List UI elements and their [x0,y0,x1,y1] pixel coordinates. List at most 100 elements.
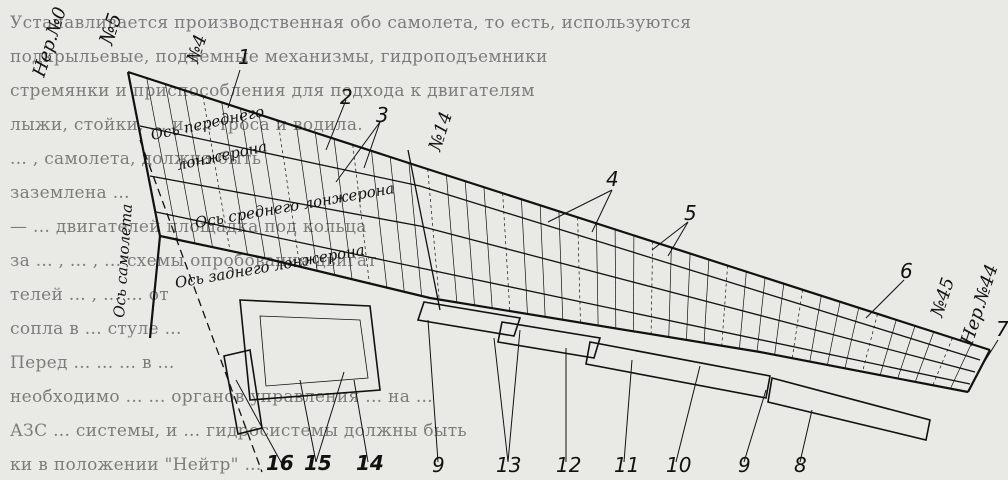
rib-line [464,181,475,306]
rib-line [539,205,546,317]
label-no5: №5 [94,10,127,48]
rib-line [165,84,196,244]
rib-line [756,277,766,352]
background-text-line: стремянки и приспособления для подхода к… [10,81,535,101]
rib-line [668,247,672,338]
label-no45: №45 [926,275,959,320]
background-text-line: Перед ... ... ... в ... [10,353,175,373]
background-text-line: ... , самолета, должна быть [10,149,262,169]
aircraft-axis-line [139,139,263,473]
wing-leading-edge [127,70,991,352]
callout-4: 4 [606,167,619,191]
rib-line [879,319,897,376]
flap-inner [416,301,522,337]
callout-2: 2 [340,85,353,109]
wing-root-edge [126,71,162,237]
rib-line [427,169,440,300]
background-text-line: телей ... , ... ... от [10,285,169,305]
rib-line [502,193,511,312]
rib-line [558,211,564,320]
rib-line [703,259,710,343]
rib-line [202,96,231,251]
label-front-spar-line2: лонжерона [175,137,269,174]
fillet-outline [148,235,162,339]
callout-9b: 9 [738,453,751,477]
callout-5: 5 [684,201,697,225]
background-text-line: сопла в ... стуле ... [10,319,182,339]
label-no4: №4 [182,32,211,67]
rib-line [650,241,653,335]
background-text-line: АЗС ... системы, и ... гидросистемы долж… [10,421,467,441]
rib-line [371,150,388,288]
callout-10: 10 [666,453,691,477]
background-text-line: — ... двигателей площадка под кольца [10,217,367,237]
label-rib0: Нер.№0 [28,4,71,80]
rib-line [862,313,878,372]
label-middle-spar: Ось среднего лонжерона [194,179,396,232]
callout-14: 14 [356,451,384,475]
rib-line [389,156,405,292]
background-text-line: заземлена ... [10,183,130,203]
callout-3: 3 [376,103,389,127]
flap-middle [497,321,602,359]
rib-line [183,90,213,248]
callout-8: 8 [794,453,807,477]
inboard-flap-inner [259,315,369,387]
rib-line [914,331,935,382]
rib-line [844,307,860,369]
rib-line [446,175,458,303]
rib-line [314,132,335,276]
rib-line [721,265,728,346]
label-front-spar-line1: Ось переднего [149,102,266,144]
rib-line [932,337,953,386]
callout-12: 12 [556,453,581,477]
aileron [767,377,931,441]
rib-line [352,144,370,284]
callout-11: 11 [614,453,639,477]
rear-spar-line [155,211,971,385]
rib-14-line [407,149,441,311]
background-text-line: за ... , ... , ... схемы опробования дви… [10,251,377,271]
callout-numbers: 1 2 3 4 5 6 7 16 15 14 9 13 12 11 10 9 8 [238,45,1008,477]
background-text-line: необходимо ... ... органов управления ..… [10,387,433,407]
diagram-labels: Нер.№0 №5 №4 №14 №45 Нер.№44 Ось самолет… [28,4,1002,348]
rib-line [521,199,528,314]
callout-leaders [227,69,999,465]
background-text-line: подкрыльевые, подъемные механизмы, гидро… [10,47,548,67]
wing-trailing-edge [159,234,969,394]
rib-line [483,187,493,309]
callout-15: 15 [304,451,332,475]
rib-line [258,114,283,263]
rib-line [686,253,691,340]
rib-line [577,217,581,323]
rib-line [897,325,916,379]
control-surfaces [223,299,931,441]
background-text-line: Устанавливается производственная обо сам… [10,13,692,33]
callout-16: 16 [266,451,294,475]
callout-7: 7 [996,317,1008,341]
rib-line [596,223,599,326]
rib-grid [146,78,972,389]
rib-line [950,343,972,389]
rib-line [809,295,822,362]
inboard-flap [239,299,381,401]
rib-line [221,102,248,255]
rib-line [408,163,422,297]
label-no14: №14 [424,109,457,154]
callout-13: 13 [496,453,521,477]
flap-outer [585,341,771,399]
rib-line [277,120,301,267]
rib-line [146,78,178,240]
front-spar-line [139,125,981,361]
callout-6: 6 [900,259,913,283]
rib-line [296,126,318,271]
spar-lines [139,125,991,473]
callout-9a: 9 [432,453,445,477]
label-rear-spar: Ось заднего лонжерона [174,241,366,292]
rib-line [240,108,266,259]
callout-1: 1 [238,45,251,69]
middle-spar-line [149,175,976,373]
rib-line [333,138,353,280]
